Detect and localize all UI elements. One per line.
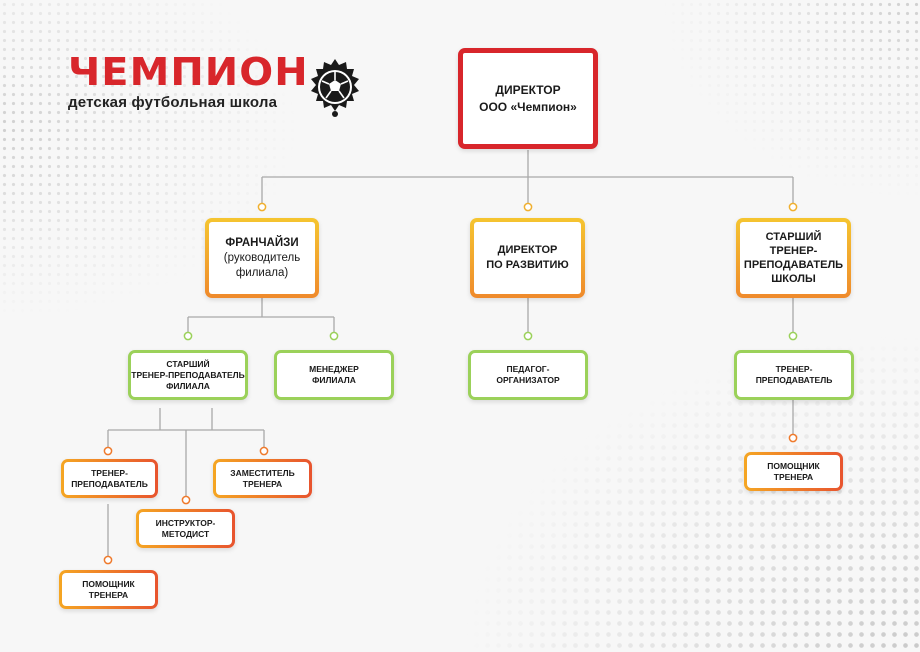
instructor-line1: ИНСТРУКТОР-: [155, 517, 216, 528]
soccer-ball-icon: [311, 59, 359, 117]
senior-school-line3: ПРЕПОДАВАТЕЛЬ: [743, 259, 844, 271]
senior-branch-line3: ФИЛИАЛА: [166, 380, 210, 391]
deputy-box: ЗАМЕСТИТЕЛЬ ТРЕНЕРА: [213, 459, 312, 498]
logo-subtitle: детская футбольная школа: [68, 94, 278, 111]
director-box: ДИРЕКТОР ООО «Чемпион»: [458, 48, 598, 149]
franchise-line3: филиала): [235, 266, 289, 279]
organizer-box: ПЕДАГОГ- ОРГАНИЗАТОР: [468, 350, 588, 400]
branch-manager-line1: МЕНЕДЖЕР: [309, 364, 359, 374]
branch-manager-line2: ФИЛИАЛА: [312, 375, 356, 385]
instructor-box: ИНСТРУКТОР- МЕТОДИСТ: [136, 509, 235, 548]
branch-trainer-box: ТРЕНЕР- ПРЕПОДАВАТЕЛЬ: [61, 459, 158, 498]
senior-school-line2: ТРЕНЕР-: [769, 245, 818, 257]
organizer-line2: ОРГАНИЗАТОР: [496, 375, 560, 385]
franchise-line1: ФРАНЧАЙЗИ: [225, 236, 299, 249]
deputy-line1: ЗАМЕСТИТЕЛЬ: [230, 467, 295, 478]
director-line1: ДИРЕКТОР: [495, 82, 561, 97]
senior-school-line4: ШКОЛЫ: [771, 273, 816, 285]
branch-trainer-line2: ПРЕПОДАВАТЕЛЬ: [71, 478, 148, 489]
senior-school-line1: СТАРШИЙ: [765, 231, 822, 243]
senior-branch-box: СТАРШИЙ ТРЕНЕР-ПРЕПОДАВАТЕЛЬ ФИЛИАЛА: [128, 350, 248, 400]
logo: ЧЕМПИОН детская футбольная школа: [68, 52, 308, 111]
dev-director-line2: ПО РАЗВИТИЮ: [486, 259, 569, 271]
senior-branch-line2: ТРЕНЕР-ПРЕПОДАВАТЕЛЬ: [131, 369, 245, 380]
logo-title: ЧЕМПИОН: [68, 50, 309, 94]
senior-school-box: СТАРШИЙ ТРЕНЕР- ПРЕПОДАВАТЕЛЬ ШКОЛЫ: [736, 218, 851, 298]
branch-assistant-line1: ПОМОЩНИК: [82, 578, 135, 589]
school-trainer-box: ТРЕНЕР- ПРЕПОДАВАТЕЛЬ: [734, 350, 854, 400]
dev-director-line1: ДИРЕКТОР: [497, 244, 558, 256]
branch-assistant-box: ПОМОЩНИК ТРЕНЕРА: [59, 570, 158, 609]
organizer-line1: ПЕДАГОГ-: [506, 364, 550, 374]
franchise-box: ФРАНЧАЙЗИ (руководитель филиала): [205, 218, 319, 298]
senior-branch-line1: СТАРШИЙ: [166, 358, 210, 369]
branch-manager-box: МЕНЕДЖЕР ФИЛИАЛА: [274, 350, 394, 400]
instructor-line2: МЕТОДИСТ: [161, 528, 210, 539]
school-assistant-line1: ПОМОЩНИК: [767, 460, 820, 471]
director-line2: ООО «Чемпион»: [479, 99, 577, 114]
branch-assistant-line2: ТРЕНЕРА: [88, 589, 129, 600]
school-assistant-line2: ТРЕНЕРА: [773, 471, 814, 482]
franchise-line2: (руководитель: [223, 251, 301, 264]
branch-trainer-line1: ТРЕНЕР-: [91, 467, 128, 478]
school-trainer-line2: ПРЕПОДАВАТЕЛЬ: [755, 375, 833, 385]
school-trainer-line1: ТРЕНЕР-: [775, 364, 813, 374]
deputy-line2: ТРЕНЕРА: [242, 478, 283, 489]
school-assistant-box: ПОМОЩНИК ТРЕНЕРА: [744, 452, 843, 491]
dev-director-box: ДИРЕКТОР ПО РАЗВИТИЮ: [470, 218, 585, 298]
